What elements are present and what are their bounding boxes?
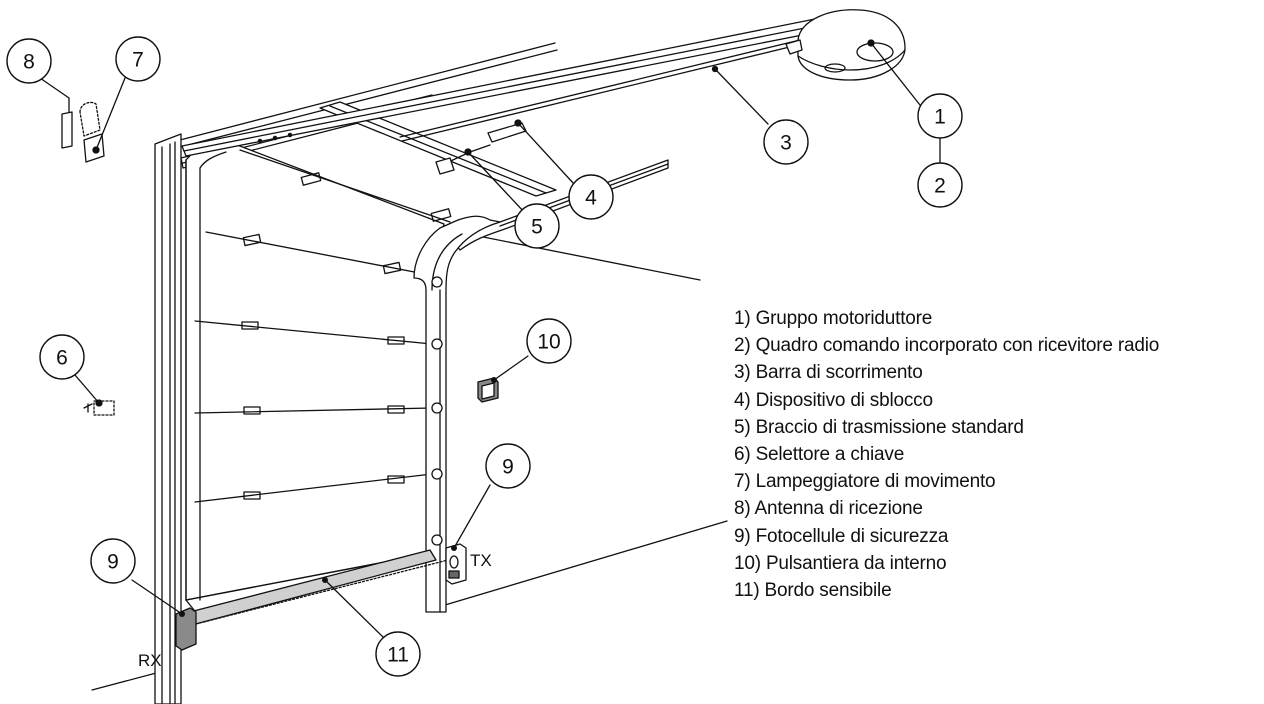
- callout-4: 4: [585, 187, 597, 210]
- leader-lines: [39, 42, 941, 638]
- photocell-tx: [445, 543, 467, 585]
- callout-3: 3: [780, 132, 792, 155]
- callout-8: 8: [23, 51, 35, 74]
- callout-9-tx: 9: [502, 456, 514, 479]
- legend-item-9: 9) Fotocellule di sicurezza: [734, 525, 949, 547]
- callout-2: 2: [934, 175, 946, 198]
- legend-item-6: 6) Selettore a chiave: [734, 444, 905, 466]
- left-frame-post: [154, 133, 182, 704]
- photocell-rx: [175, 607, 197, 651]
- tx-label: TX: [470, 551, 492, 570]
- legend-item-8: 8) Antenna di ricezione: [734, 498, 923, 520]
- legend-item-5: 5) Braccio di trasmissione standard: [734, 416, 1024, 438]
- door-curtain: [185, 139, 452, 611]
- legend-item-10: 10) Pulsantiera da interno: [734, 552, 947, 574]
- legend-item-11: 11) Bordo sensibile: [734, 580, 892, 602]
- room-lines: [91, 42, 728, 691]
- component-legend: 1) Gruppo motoriduttore 2) Quadro comand…: [734, 305, 1159, 604]
- motor-unit: [785, 9, 906, 81]
- sliding-bar: [181, 17, 829, 157]
- callout-9-rx: 9: [107, 551, 119, 574]
- legend-item-4: 4) Dispositivo di sblocco: [734, 389, 933, 411]
- callout-7: 7: [132, 49, 144, 72]
- rx-label: RX: [138, 651, 162, 670]
- legend-item-1: 1) Gruppo motoriduttore: [734, 308, 933, 329]
- legend-item-2: 2) Quadro comando incorporato con ricevi…: [734, 335, 1160, 357]
- indoor-pushbutton: [477, 377, 499, 403]
- legend-item-7: 7) Lampeggiatore di movimento: [734, 471, 996, 493]
- callout-10: 10: [537, 331, 560, 354]
- callout-6: 6: [56, 347, 68, 370]
- callout-5: 5: [531, 216, 543, 239]
- callout-11: 11: [387, 644, 409, 667]
- callout-1: 1: [934, 106, 946, 129]
- callout-circles: [6, 36, 963, 677]
- right-track: [413, 215, 501, 613]
- legend-item-3: 3) Barra di scorrimento: [734, 362, 923, 384]
